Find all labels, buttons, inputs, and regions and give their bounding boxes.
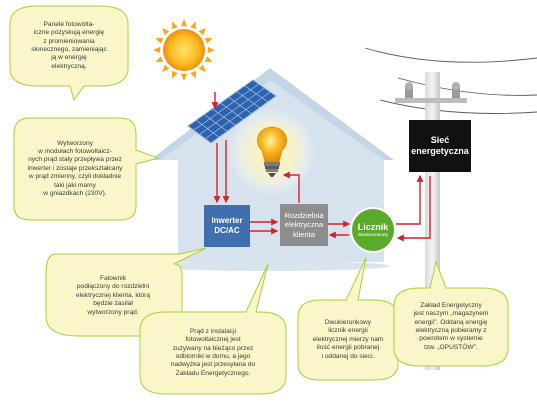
callout-meter-text: Dwukierunkowy licznik energii elektryczn… — [312, 318, 384, 360]
sun-ray — [180, 19, 188, 27]
sun-ray — [204, 56, 213, 62]
callout-utility-text: Zakład Energetyczny jest naszym „magazyn… — [413, 301, 489, 351]
sun-icon — [153, 19, 215, 81]
sun-ray — [172, 21, 178, 30]
sun-ray — [172, 70, 178, 79]
sun-ray — [198, 64, 206, 72]
sun-ray — [155, 38, 164, 44]
callout-panels — [9, 5, 129, 102]
light-bulb-icon — [257, 126, 287, 177]
callout-inverter-text: Falownik podłączony do rozdzielni elektr… — [75, 274, 151, 316]
power-lines — [364, 47, 537, 114]
sun-ray — [207, 46, 215, 54]
panel-cell-line — [205, 91, 271, 139]
grid-label: Sieć energetyczna — [411, 135, 469, 156]
distribution-box — [280, 204, 328, 246]
solar-panel-icon — [187, 79, 277, 144]
sun-ray — [180, 73, 188, 81]
panel-cell-line — [199, 87, 265, 135]
callout-utility — [393, 260, 509, 367]
panel-cell-line — [193, 83, 259, 131]
callout-usage — [139, 263, 287, 395]
meter-label: Licznik dwukierunkowy — [351, 208, 395, 252]
distribution-label: Rozdzielnia elektryczna klienta — [284, 210, 324, 239]
sun-ray — [190, 70, 196, 79]
meter-circle — [350, 207, 396, 253]
energy-flow-arrows — [211, 92, 431, 242]
sun-ray — [162, 28, 170, 36]
grid-box — [409, 120, 471, 172]
callout-usage-text: Prąd z instalacji fotowoltaicznej jest z… — [170, 327, 256, 377]
inverter-box — [204, 205, 250, 247]
inverter-label: Inwerter DC/AC — [211, 216, 243, 235]
callout-meter — [297, 257, 399, 381]
sun-ray — [198, 28, 206, 36]
callout-dc-current — [13, 117, 160, 221]
meter-title: Licznik — [357, 222, 389, 232]
sun-ray — [153, 46, 161, 54]
sun-ray — [190, 21, 196, 30]
sun-ray — [162, 64, 170, 72]
sun-ray — [155, 56, 164, 62]
meter-subtitle: dwukierunkowy — [357, 232, 389, 237]
callout-dc-current-text: Wytworzony w modułach fotowoltaicz- nych… — [27, 139, 123, 198]
callout-panels-text: Panele fotowolta- iczne pozyskują energi… — [31, 20, 107, 70]
sun-ray — [204, 38, 213, 44]
